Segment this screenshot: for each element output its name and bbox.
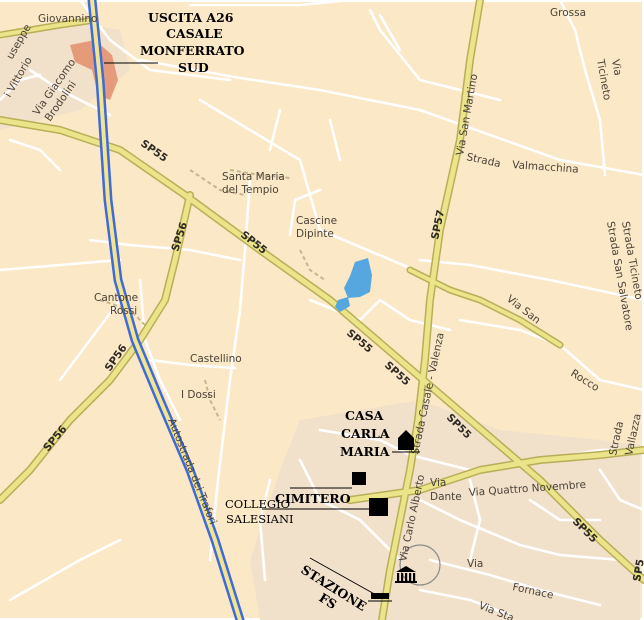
label-giovannino: Giovannino xyxy=(38,13,97,25)
road-urban-2 xyxy=(528,498,602,522)
train-body xyxy=(371,593,389,599)
road-dossi xyxy=(148,358,237,370)
museum-roof xyxy=(396,566,416,572)
label-castellino: Castellino xyxy=(190,353,242,365)
leader-stazione xyxy=(309,557,379,597)
motorway-junction xyxy=(70,40,118,100)
road-ticineto-s xyxy=(418,258,644,302)
label-dipinte: Dipinte xyxy=(296,228,334,240)
museum-base xyxy=(395,581,417,583)
poi-uscita-a26[interactable]: USCITA A26 CASALE MONFERRATO SUD xyxy=(104,10,245,75)
road-vittorio xyxy=(0,73,42,102)
road-stub-2 xyxy=(268,108,282,152)
museum-col-3 xyxy=(405,573,408,581)
label-sp5-edge: SP5 xyxy=(631,558,644,582)
label-del-tempio: del Tempio xyxy=(222,184,279,196)
poi-casa-line3: MARIA xyxy=(340,444,390,459)
map-frame-right xyxy=(642,0,644,620)
road-sta xyxy=(418,588,512,617)
poi-casa-line1: CASA xyxy=(345,408,384,423)
track-santamaria xyxy=(229,169,291,179)
road-fornace-n xyxy=(418,498,622,562)
train-icon xyxy=(368,593,392,602)
road-sp56 xyxy=(0,192,193,503)
track-dossi xyxy=(204,379,221,421)
poi-collegio-salesiani[interactable]: COLLEGIO SALESIANI xyxy=(225,497,294,526)
road-stub-3 xyxy=(378,13,402,52)
road-ticineto xyxy=(558,0,607,177)
museum-col-1 xyxy=(397,573,400,581)
road-connector xyxy=(408,268,562,347)
poi-uscita-line1: USCITA A26 xyxy=(148,10,234,25)
label-grossa: Grossa xyxy=(550,7,586,19)
road-rossi xyxy=(138,278,182,422)
road-valmacchina xyxy=(138,58,644,177)
label-via-ticineto-1: Via xyxy=(609,58,624,76)
cimitero-marker xyxy=(369,498,388,516)
marker-casa-square xyxy=(352,472,366,485)
road-sw xyxy=(58,298,122,382)
road-west xyxy=(0,258,122,272)
label-via-dante-1: Via xyxy=(430,477,446,489)
label-santa-maria: Santa Maria xyxy=(222,171,285,183)
road-cimitero xyxy=(298,458,402,562)
poi-collegio-line1: COLLEGIO xyxy=(225,497,290,511)
label-i-dossi: I Dossi xyxy=(181,389,216,401)
label-via-dante-2: Dante xyxy=(430,491,462,503)
label-rossi: Rossi xyxy=(110,305,137,317)
road-sw2 xyxy=(8,538,122,602)
museum-col-2 xyxy=(401,573,404,581)
road-top xyxy=(188,0,352,7)
urban-area xyxy=(250,400,640,620)
road-quattro xyxy=(347,447,644,503)
poi-collegio-line2: SALESIANI xyxy=(226,512,294,526)
lake xyxy=(344,258,372,298)
road-stub-4 xyxy=(8,138,62,172)
museum-col-4 xyxy=(409,573,412,581)
poi-uscita-line2: CASALE xyxy=(166,26,223,41)
road-stub-1 xyxy=(328,118,342,162)
road-cascine-n xyxy=(288,188,322,237)
poi-casa-carla-maria[interactable]: CASA CARLA MARIA xyxy=(340,408,420,459)
museum-icon xyxy=(395,566,417,583)
house-icon xyxy=(398,430,414,450)
road-urban-3 xyxy=(598,468,644,512)
poi-uscita-line4: SUD xyxy=(178,60,209,75)
track-cascine xyxy=(299,249,326,281)
label-valmacchina: Valmacchina xyxy=(512,159,579,176)
road-brodolini xyxy=(28,68,112,117)
poi-cimitero[interactable]: CIMITERO xyxy=(262,472,388,516)
road-nw-main xyxy=(0,18,97,37)
label-cantone: Cantone xyxy=(94,292,138,304)
road-urban-1 xyxy=(468,478,482,562)
poi-cimitero-label: CIMITERO xyxy=(275,491,351,506)
motorway-a26 xyxy=(87,0,245,620)
map-frame-top xyxy=(0,0,644,2)
road-urban-4 xyxy=(258,478,272,582)
museum-col-5 xyxy=(413,573,416,581)
motorway-fill xyxy=(90,0,242,620)
label-cascine: Cascine xyxy=(296,215,337,227)
road-sp57 xyxy=(379,0,483,620)
track-santamaria-w xyxy=(189,169,246,196)
poi-uscita-line3: MONFERRATO xyxy=(140,43,245,58)
lake-small xyxy=(335,297,350,312)
roundabout xyxy=(399,544,441,586)
poi-casa-line2: CARLA xyxy=(341,426,390,441)
road-top-right xyxy=(368,8,502,102)
label-via-fornace-1: Via xyxy=(467,558,483,570)
road-fornace xyxy=(428,558,602,607)
